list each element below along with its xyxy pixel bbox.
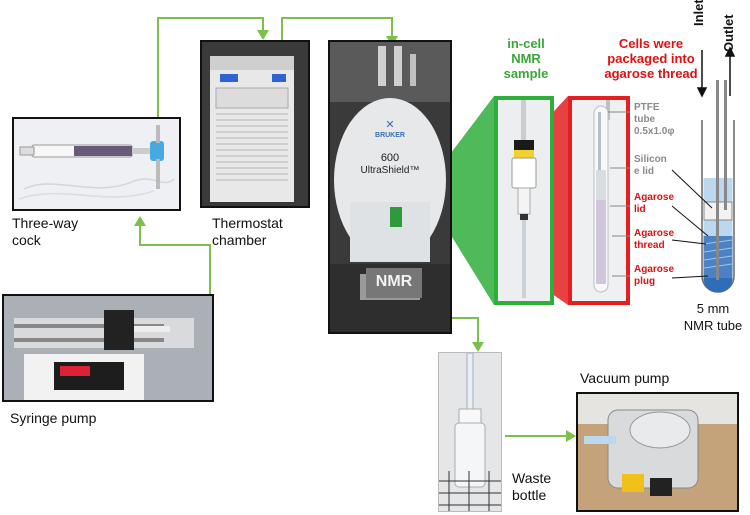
ptfe-annotation: PTFE tube 0.5x1.0φ bbox=[634, 102, 675, 137]
nmr-tube-label: 5 mm NMR tube bbox=[683, 301, 743, 333]
magnet-logo: ✕ BRUKER bbox=[358, 120, 422, 144]
syringe-pump-label: Syringe pump bbox=[10, 410, 97, 426]
silicone-annotation: Silicon e lid bbox=[634, 154, 667, 177]
flow-line-thermostat-to-nmr bbox=[281, 17, 393, 40]
thread-tube-drawing bbox=[572, 100, 626, 301]
arrow-head-waste bbox=[472, 342, 484, 352]
flow-line-nmr-to-waste bbox=[450, 317, 479, 345]
bruker-cross-icon: ✕ bbox=[385, 119, 395, 131]
thermostat-label: Thermostat chamber bbox=[212, 215, 283, 248]
vacuum-pump-label: Vacuum pump bbox=[580, 370, 670, 386]
arrow-head-thermostat bbox=[257, 30, 269, 40]
nmr-tube-diagram bbox=[696, 46, 736, 293]
arrow-head-vacuum bbox=[566, 430, 576, 442]
thermostat-photo bbox=[200, 40, 310, 208]
agarose-lid-annotation: Agarose lid bbox=[634, 192, 675, 215]
nmr-label: NMR bbox=[375, 273, 413, 290]
magnet-model-name: UltraShield™ bbox=[360, 165, 420, 176]
syringe-pump-photo bbox=[2, 294, 214, 402]
flow-line-cock-to-thermostat bbox=[157, 17, 264, 118]
packaged-cells-label: Cells were packaged into agarose thread bbox=[604, 36, 698, 81]
arrow-head-cock bbox=[134, 216, 146, 226]
agarose-plug-annotation: Agarose plug bbox=[634, 264, 675, 287]
vacuum-pump-photo bbox=[576, 392, 739, 512]
inlet-label: Inlet bbox=[691, 0, 706, 26]
thermostat-drawing bbox=[202, 42, 308, 206]
nmr-label-box bbox=[366, 268, 422, 298]
packaged-cells-photo bbox=[568, 96, 630, 305]
incell-sample-label: in-cell NMR sample bbox=[503, 36, 549, 81]
syringe-pump-drawing bbox=[4, 296, 212, 400]
vacuum-pump-drawing bbox=[578, 394, 737, 510]
syringe-drawing bbox=[14, 119, 179, 209]
zoom-wedge-green bbox=[423, 96, 494, 305]
outlet-label: Outlet bbox=[721, 14, 736, 52]
waste-bottle-photo bbox=[438, 352, 502, 512]
waste-bottle-drawing bbox=[439, 353, 501, 511]
waste-bottle-label: Waste bottle bbox=[512, 470, 552, 503]
magnet-brand: BRUKER bbox=[375, 132, 405, 139]
magnet-model-number: 600 bbox=[380, 152, 400, 164]
incell-tube-drawing bbox=[498, 100, 550, 301]
three-way-cock-label: Three-way cock bbox=[12, 215, 79, 248]
agarose-thread-annotation: Agarose thread bbox=[634, 228, 675, 251]
incell-sample-photo bbox=[494, 96, 554, 305]
flow-line-syringe-to-cock bbox=[139, 220, 211, 294]
three-way-cock-photo bbox=[12, 117, 181, 211]
